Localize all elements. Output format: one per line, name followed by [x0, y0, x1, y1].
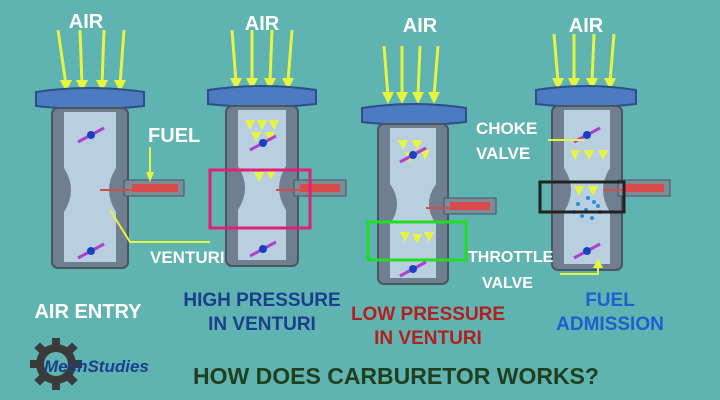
venturi-bore	[238, 110, 286, 260]
choke-valve	[399, 146, 427, 164]
air-label: AIR	[69, 11, 104, 33]
mechstudies-logo: MechStudies	[30, 338, 149, 390]
carburetor-cap	[207, 85, 317, 108]
choke-valve	[249, 134, 277, 152]
air-arrows	[382, 45, 440, 104]
throttle-valve	[77, 242, 105, 260]
throttle-label-line-1: THROTTLE	[468, 249, 554, 266]
page-title: HOW DOES CARBURETOR WORKS?	[193, 363, 599, 389]
caption-air-entry: AIR ENTRY	[34, 301, 142, 323]
choke-valve	[77, 126, 105, 144]
fuel-admission-highlight-box	[538, 180, 626, 214]
caption-line-2: IN VENTURI	[374, 328, 482, 349]
air-arrows	[56, 29, 126, 92]
carburetor-cap	[361, 103, 467, 126]
stage-high-pressure: AIR HIGH PRESSURE IN VENTURI	[183, 13, 347, 335]
throttle-valve	[573, 242, 601, 260]
throttle-valve	[249, 240, 277, 258]
stage-fuel-admission: AIR CHOKE VALVE THROTTLE VA	[468, 15, 671, 335]
air-arrows	[552, 33, 616, 90]
throttle-label-line-2: VALVE	[482, 275, 533, 292]
caption-line-1: FUEL	[585, 290, 635, 311]
fuel-pipe	[426, 197, 497, 215]
caption-line-1: HIGH PRESSURE	[183, 290, 340, 311]
throttle-valve	[399, 260, 427, 278]
low-pressure-highlight-box	[366, 220, 468, 262]
venturi-bore	[390, 128, 436, 278]
venturi-bore	[564, 110, 610, 264]
caption-line-2: IN VENTURI	[208, 314, 316, 335]
caption-line-1: LOW PRESSURE	[351, 304, 505, 325]
caption-line-2: ADMISSION	[556, 314, 664, 335]
fuel-pipe	[100, 179, 185, 197]
air-arrows	[230, 29, 294, 90]
logo-text: MechStudies	[44, 357, 149, 376]
air-label: AIR	[245, 13, 280, 35]
fuel-label: FUEL	[148, 125, 200, 147]
venturi-bore	[64, 112, 116, 262]
high-pressure-highlight-box	[208, 168, 312, 230]
airflow-arrows	[245, 120, 279, 182]
choke-label-line-1: CHOKE	[476, 119, 537, 138]
air-label: AIR	[403, 15, 438, 37]
fuel-callout-line	[146, 147, 154, 182]
carburetor-cap	[35, 87, 145, 110]
gear-icon	[30, 338, 82, 390]
stage-low-pressure: AIR LOW PRESSURE IN VENTURI	[351, 15, 505, 349]
fuel-pipe	[604, 179, 671, 197]
carburetor-cap	[535, 85, 637, 108]
venturi-label: VENTURI	[150, 248, 225, 267]
venturi-callout-line	[109, 209, 210, 243]
choke-label-line-2: VALVE	[476, 144, 530, 163]
airflow-arrows	[570, 150, 608, 196]
air-label: AIR	[569, 15, 604, 37]
fuel-pipe	[276, 179, 347, 197]
throttle-callout-line	[560, 258, 603, 275]
stage-air-entry: AIR FUEL VENTURI AIR ENTRY	[34, 11, 224, 323]
